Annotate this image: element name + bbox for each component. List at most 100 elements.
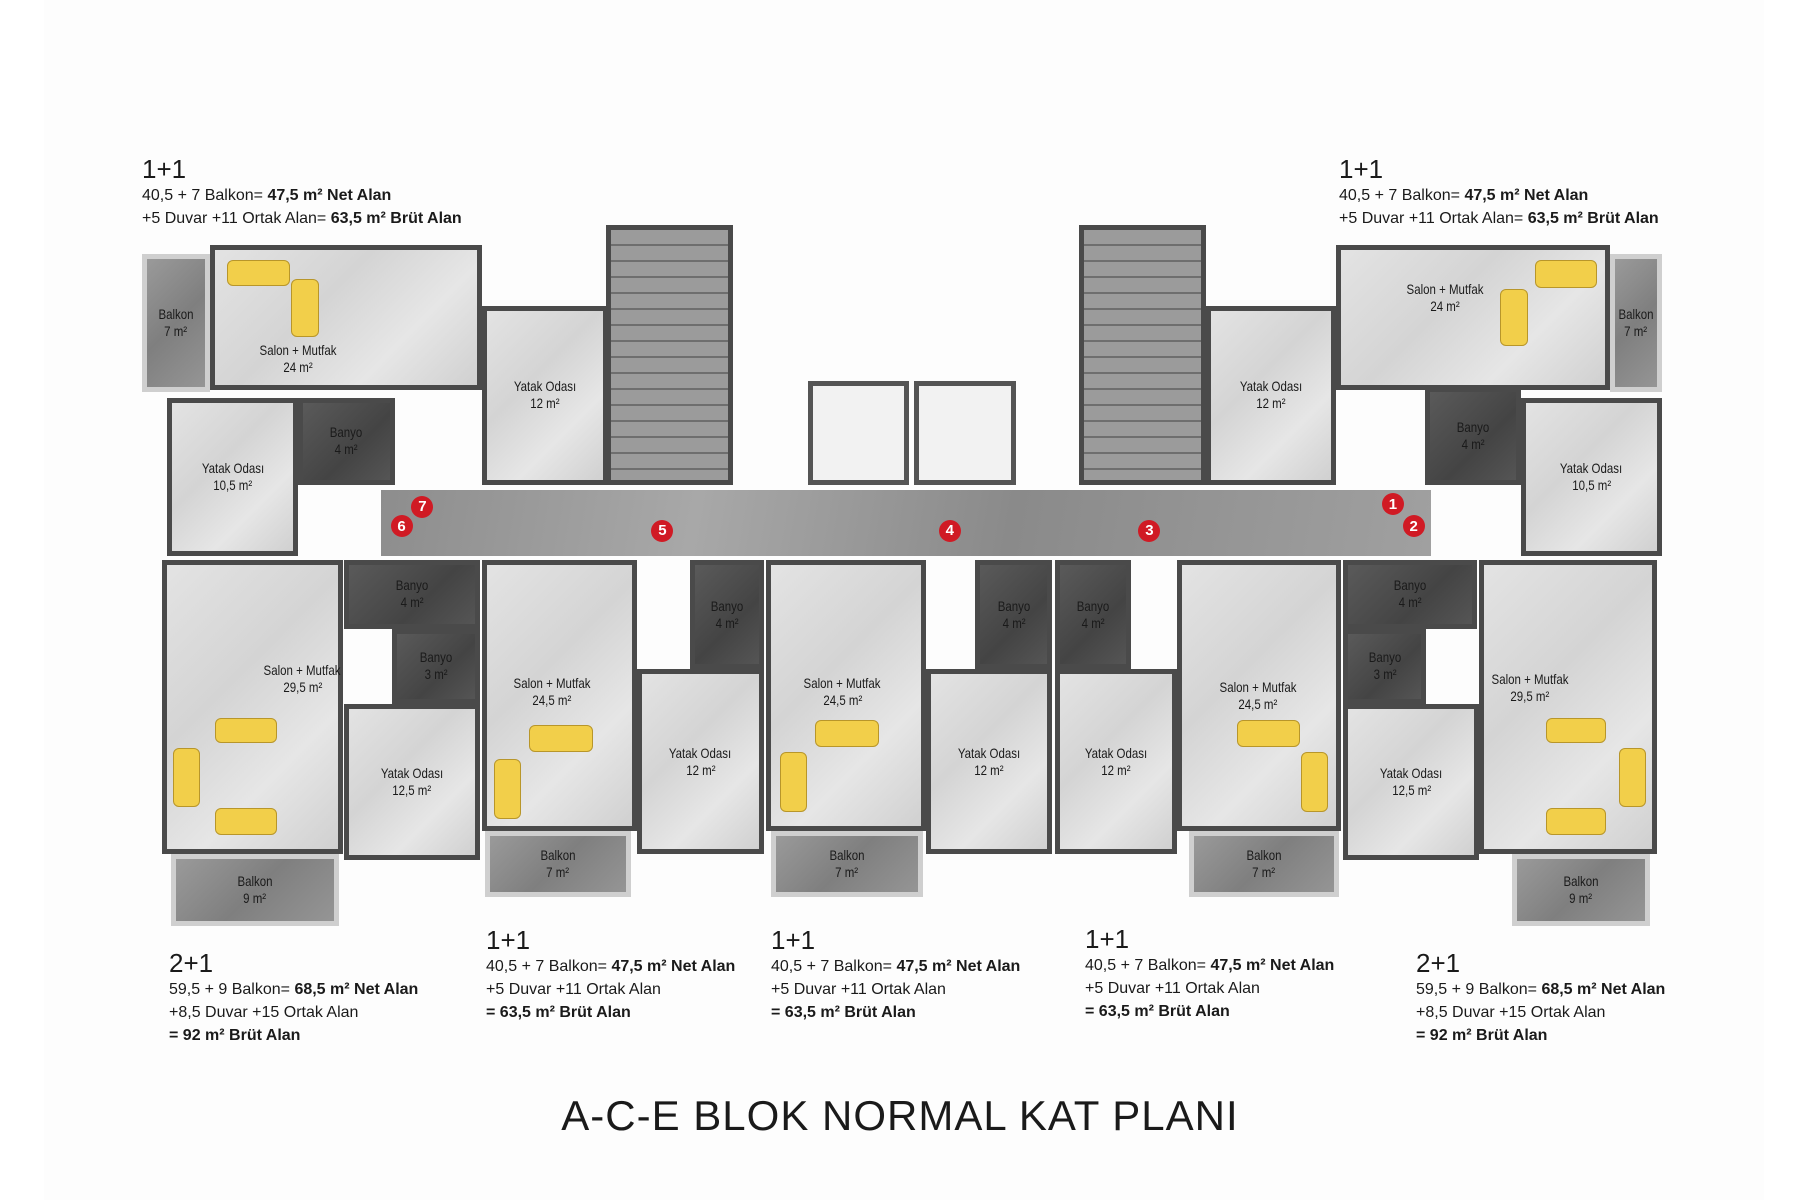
unit-info-top-left: 1+1 40,5 + 7 Balkon= 47,5 m² Net Alan +5… — [142, 154, 462, 230]
room-salon-mutfak — [161, 559, 343, 854]
unit-info-bottom-5: 2+1 59,5 + 9 Balkon= 68,5 m² Net Alan +8… — [1416, 948, 1665, 1047]
plan-title: A-C-E BLOK NORMAL KAT PLANI — [561, 1092, 1239, 1139]
net-area: 47,5 m² Net Alan — [1210, 957, 1335, 974]
net-formula: 40,5 + 7 Balkon= — [771, 958, 897, 975]
room-area: 12,5 m² — [392, 781, 432, 798]
sofa-icon — [214, 717, 277, 743]
room-name: Yatak Odası — [1560, 460, 1623, 477]
gross-formula: +5 Duvar +11 Ortak Alan — [486, 981, 661, 998]
sofa-icon — [493, 759, 522, 820]
room-area: 24,5 m² — [532, 692, 572, 709]
room-banyo — [343, 559, 481, 629]
net-area: 47,5 m² Net Alan — [1464, 187, 1589, 204]
room-banyo — [690, 559, 764, 670]
sofa-icon — [1534, 259, 1597, 289]
gross-area: = 92 m² Brüt Alan — [1416, 1027, 1548, 1044]
room-area: 4 m² — [400, 594, 424, 611]
sofa-icon — [173, 747, 201, 808]
gross-area: = 92 m² Brüt Alan — [169, 1027, 301, 1044]
unit-type: 1+1 — [486, 925, 531, 955]
gross-formula: +8,5 Duvar +15 Ortak Alan — [1416, 1004, 1606, 1021]
room-yatak-odasi — [1054, 669, 1178, 854]
sofa-icon — [528, 724, 593, 753]
sofa-icon — [227, 259, 291, 286]
gross-area: = 63,5 m² Brüt Alan — [486, 1004, 631, 1021]
unit-type: 1+1 — [1339, 154, 1384, 184]
room-name: Balkon — [1618, 306, 1654, 323]
room-yatak-odasi — [482, 305, 609, 485]
gross-formula: +5 Duvar +11 Ortak Alan= — [142, 210, 331, 227]
room-name: Banyo — [1456, 418, 1490, 435]
apartment-number-marker: 7 — [411, 495, 434, 518]
sofa-icon — [814, 720, 880, 748]
room-area: 24,5 m² — [1238, 695, 1278, 712]
sofa-icon — [1300, 752, 1328, 813]
sofa-icon — [290, 279, 320, 337]
room-name: Banyo — [395, 577, 429, 594]
room-name: Balkon — [237, 872, 273, 889]
apartment-number-marker: 3 — [1138, 519, 1161, 542]
staircase-left — [605, 225, 733, 485]
sofa-icon — [1546, 717, 1607, 743]
gross-area: = 63,5 m² Brüt Alan — [1085, 1003, 1230, 1020]
room-area: 12 m² — [685, 761, 716, 778]
net-area: 47,5 m² Net Alan — [611, 958, 736, 975]
room-yatak-odasi — [1343, 703, 1480, 860]
room-area: 7 m² — [546, 863, 570, 880]
gross-formula: +5 Duvar +11 Ortak Alan — [1085, 980, 1260, 997]
unit-info-bottom-1: 2+1 59,5 + 9 Balkon= 68,5 m² Net Alan +8… — [169, 948, 418, 1047]
unit-info-bottom-3: 1+1 40,5 + 7 Balkon= 47,5 m² Net Alan +5… — [771, 925, 1020, 1024]
room-area: 7 m² — [835, 863, 859, 880]
room-name: Balkon — [158, 306, 194, 323]
room-area: 10,5 m² — [213, 477, 252, 494]
room-area: 12 m² — [1101, 761, 1131, 778]
room-name: Salon + Mutfak — [513, 675, 591, 692]
room-area: 4 m² — [334, 441, 358, 458]
room-name: Balkon — [540, 846, 576, 863]
unit-type: 2+1 — [1416, 948, 1461, 978]
room-area: 7 m² — [164, 323, 188, 340]
net-area: 68,5 m² Net Alan — [294, 981, 419, 998]
gross-formula: +5 Duvar +11 Ortak Alan — [771, 981, 946, 998]
net-area: 68,5 m² Net Alan — [1541, 981, 1666, 998]
room-area: 12,5 m² — [1391, 781, 1431, 798]
room-banyo — [1054, 559, 1131, 670]
room-name: Yatak Odası — [1239, 378, 1303, 395]
room-banyo — [975, 559, 1053, 670]
room-balkon — [170, 853, 340, 926]
room-balkon — [770, 830, 924, 897]
room-name: Yatak Odası — [1380, 764, 1443, 781]
unit-type: 2+1 — [169, 948, 214, 978]
room-name: Salon + Mutfak — [1491, 670, 1569, 687]
gross-formula: +8,5 Duvar +15 Ortak Alan — [169, 1004, 359, 1021]
room-name: Salon + Mutfak — [259, 341, 337, 358]
unit-type: 1+1 — [142, 154, 187, 184]
room-balkon — [141, 253, 211, 393]
apartment-number-marker: 6 — [390, 515, 413, 538]
room-name: Banyo — [1393, 577, 1427, 594]
net-area: 47,5 m² Net Alan — [267, 187, 392, 204]
sofa-icon — [214, 807, 277, 836]
room-balkon — [1609, 253, 1662, 393]
room-banyo — [297, 398, 395, 485]
